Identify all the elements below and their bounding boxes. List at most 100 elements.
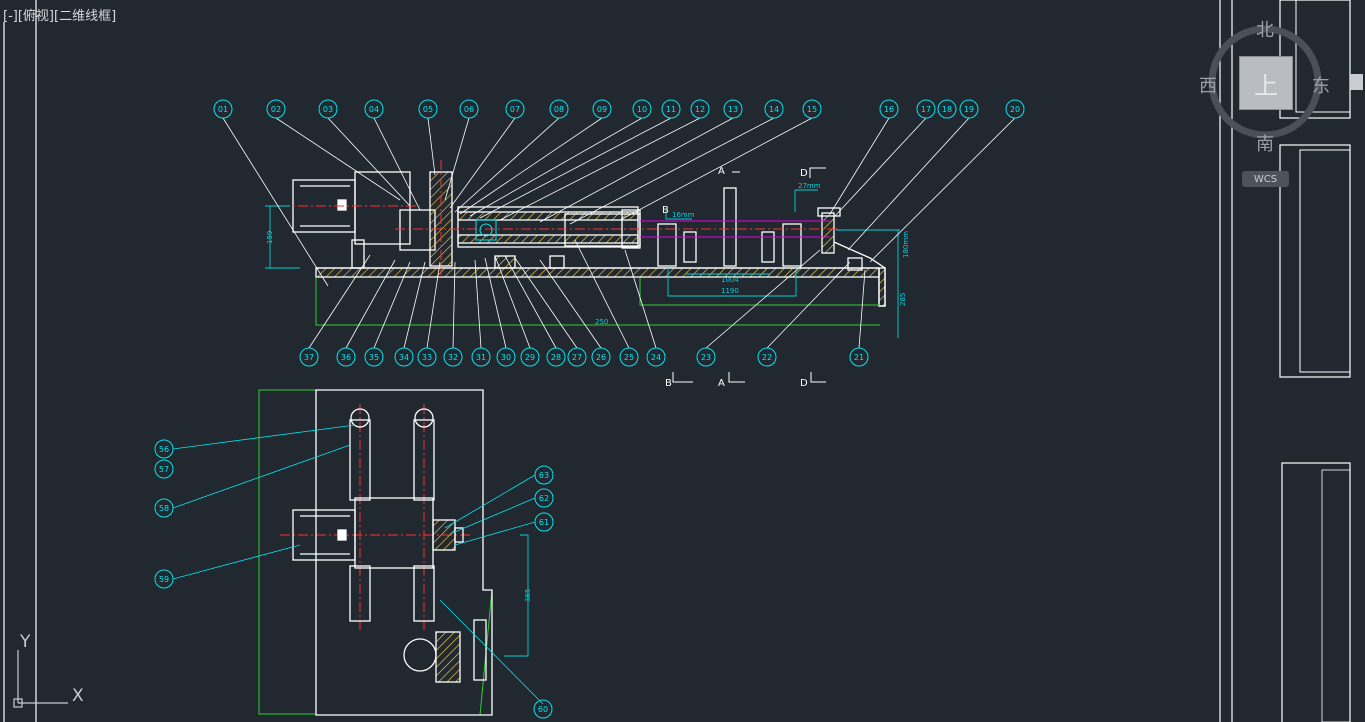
viewcube-south[interactable]: 南 [1256, 134, 1274, 155]
balloon-23: 23 [701, 353, 711, 362]
balloon-35-circle[interactable] [364, 347, 384, 367]
balloon-02-circle[interactable] [266, 99, 286, 119]
balloon-30-circle[interactable] [496, 347, 516, 367]
balloon-21-circle[interactable] [849, 347, 869, 367]
balloon-04-circle[interactable] [364, 99, 384, 119]
balloon-17-circle[interactable] [916, 99, 936, 119]
balloon-18-circle[interactable] [937, 99, 957, 119]
balloon-22: 22 [762, 353, 772, 362]
balloon-06-circle[interactable] [459, 99, 479, 119]
viewcube-top-face[interactable]: 上 [1239, 56, 1293, 110]
balloon-60: 60 [538, 705, 548, 714]
wcs-menu[interactable]: WCS [1242, 171, 1289, 187]
balloon-23-circle[interactable] [696, 347, 716, 367]
balloon-33-circle[interactable] [417, 347, 437, 367]
balloon-58-circle[interactable] [154, 498, 174, 518]
balloon-21: 21 [854, 353, 864, 362]
section-mark-texts: A B D A B D [662, 166, 808, 389]
dimension-texts: 159 1004 1190 285 16mm 27mm 250 365 180m… [266, 182, 910, 602]
balloon-60-circle[interactable] [533, 699, 553, 719]
balloon-17: 17 [921, 105, 931, 114]
dim-1004: 1004 [721, 276, 739, 284]
dim-16mm: 16mm [672, 211, 695, 219]
ucs-y-label: Y [20, 632, 31, 652]
balloon-12-circle[interactable] [690, 99, 710, 119]
dim-365: 365 [524, 589, 532, 602]
balloon-22-circle[interactable] [757, 347, 777, 367]
balloon-19-circle[interactable] [959, 99, 979, 119]
balloon-09: 09 [597, 105, 607, 114]
ucs-icon [13, 650, 68, 708]
balloon-27-circle[interactable] [567, 347, 587, 367]
balloon-35: 35 [369, 353, 379, 362]
hidden-lines [475, 219, 830, 241]
balloon-25-circle[interactable] [619, 347, 639, 367]
balloon-32: 32 [448, 353, 458, 362]
balloon-28: 28 [551, 353, 561, 362]
balloon-61-circle[interactable] [534, 512, 554, 532]
balloon-32-circle[interactable] [443, 347, 463, 367]
balloon-20: 20 [1010, 105, 1020, 114]
balloon-36-circle[interactable] [336, 347, 356, 367]
balloon-16-circle[interactable] [879, 99, 899, 119]
balloon-04: 04 [369, 105, 379, 114]
balloon-63-circle[interactable] [534, 465, 554, 485]
section-mark-d-top: D [800, 168, 808, 179]
balloon-31-circle[interactable] [471, 347, 491, 367]
balloon-11-circle[interactable] [661, 99, 681, 119]
balloon-56-circle[interactable] [154, 439, 174, 459]
balloon-13-circle[interactable] [723, 99, 743, 119]
balloon-24-circle[interactable] [646, 347, 666, 367]
visual-style-menu[interactable]: [二维线框] [54, 9, 117, 24]
balloon-34: 34 [399, 353, 409, 362]
ucs-x-label: X [72, 686, 84, 706]
balloon-37-circle[interactable] [299, 347, 319, 367]
viewcube-west[interactable]: 西 [1199, 76, 1217, 97]
scrollbar-thumb[interactable] [1350, 74, 1363, 90]
balloon-08: 08 [554, 105, 564, 114]
plan-leader-lines [172, 424, 544, 705]
section-mark-b-top: B [662, 205, 669, 216]
balloon-03: 03 [323, 105, 333, 114]
center-lines [280, 160, 840, 632]
balloon-59-circle[interactable] [154, 569, 174, 589]
balloon-20-circle[interactable] [1005, 99, 1025, 119]
balloon-62-circle[interactable] [534, 488, 554, 508]
balloon-03-circle[interactable] [318, 99, 338, 119]
leader-lines [222, 117, 1016, 349]
dim-27mm: 27mm [798, 182, 821, 190]
balloon-15-circle[interactable] [802, 99, 822, 119]
viewcube-east[interactable]: 东 [1312, 76, 1330, 97]
balloon-14-circle[interactable] [764, 99, 784, 119]
balloon-01-circle[interactable] [213, 99, 233, 119]
balloon-34-circle[interactable] [394, 347, 414, 367]
balloon-05-circle[interactable] [418, 99, 438, 119]
balloon-62: 62 [539, 494, 549, 503]
balloon-05: 05 [423, 105, 433, 114]
viewport-control-menu[interactable]: [-] [3, 9, 18, 24]
balloon-57-circle[interactable] [154, 459, 174, 479]
dim-180mm: 180mm [902, 231, 910, 258]
dim-1190: 1190 [721, 287, 739, 295]
balloon-07: 07 [510, 105, 520, 114]
balloon-13: 13 [728, 105, 738, 114]
section-mark-b-bottom: B [665, 378, 672, 389]
balloon-36: 36 [341, 353, 351, 362]
balloon-10-circle[interactable] [632, 99, 652, 119]
section-mark-a-bottom: A [718, 378, 725, 389]
balloon-29-circle[interactable] [520, 347, 540, 367]
balloon-06: 06 [464, 105, 474, 114]
balloon-07-circle[interactable] [505, 99, 525, 119]
balloon-31: 31 [476, 353, 486, 362]
balloon-28-circle[interactable] [546, 347, 566, 367]
balloon-08-circle[interactable] [549, 99, 569, 119]
section-mark-a-top: A [718, 166, 725, 177]
section-mark-d-bottom: D [800, 378, 808, 389]
layout-frames [3, 0, 1351, 722]
balloon-30: 30 [501, 353, 511, 362]
balloon-26-circle[interactable] [591, 347, 611, 367]
balloon-09-circle[interactable] [592, 99, 612, 119]
viewcube-north[interactable]: 北 [1256, 20, 1274, 41]
